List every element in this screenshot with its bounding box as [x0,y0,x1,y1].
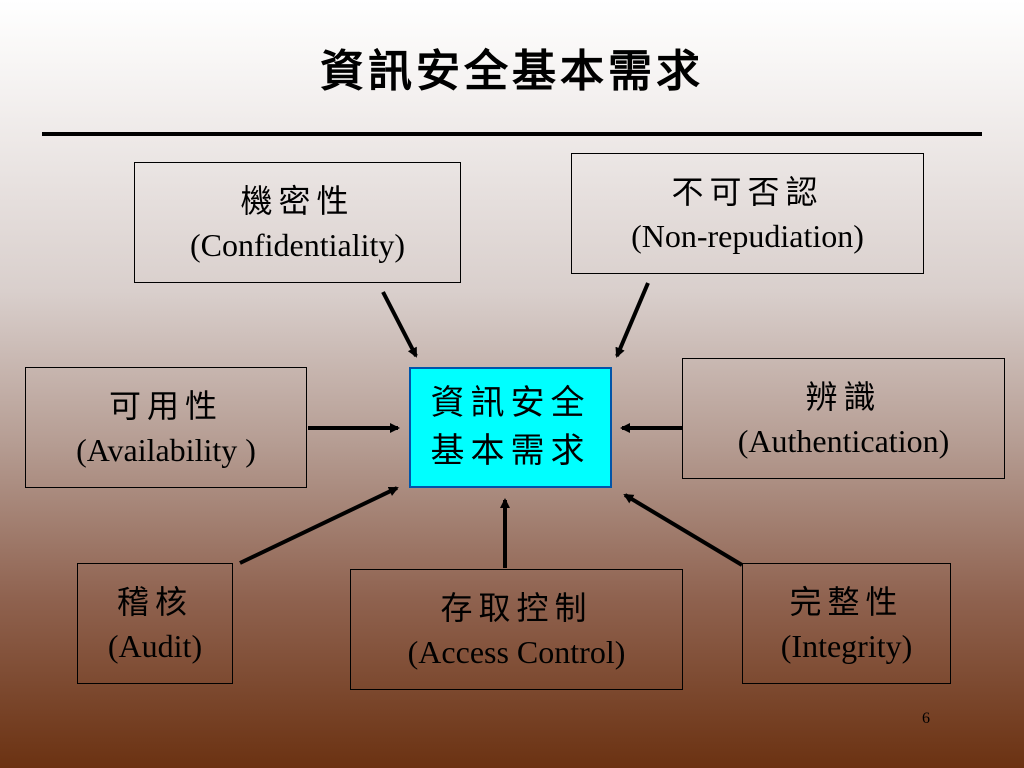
node-audit-en: (Audit) [107,627,203,664]
center-node-line2: 基本需求 [430,432,591,470]
node-integrity-en: (Integrity) [780,627,913,664]
node-non-repudiation-en: (Non-repudiation) [631,217,864,254]
title-divider [42,132,982,136]
node-access-control-en: (Access Control) [407,633,626,670]
node-availability: 可用性 (Availability ) [25,367,307,488]
slide-title: 資訊安全基本需求 [320,47,704,96]
node-authentication-zh: 辨識 [805,378,882,415]
page-number: 6 [922,710,930,727]
node-confidentiality: 機密性 (Confidentiality) [134,162,461,283]
node-integrity: 完整性 (Integrity) [742,563,951,684]
node-non-repudiation-zh: 不可否認 [671,173,824,210]
arrow-non-repudiation [615,282,650,358]
center-node: 資訊安全 基本需求 [409,367,612,488]
node-non-repudiation: 不可否認 (Non-repudiation) [571,153,924,274]
node-authentication: 辨識 (Authentication) [682,358,1005,479]
arrow-integrity [623,493,744,567]
node-audit-zh: 稽核 [116,583,193,620]
node-availability-en: (Availability ) [76,431,256,468]
node-confidentiality-zh: 機密性 [240,182,355,219]
arrow-audit [239,486,399,565]
arrow-confidentiality [381,291,418,358]
node-confidentiality-en: (Confidentiality) [189,226,406,263]
node-integrity-zh: 完整性 [789,583,904,620]
node-availability-zh: 可用性 [108,387,223,424]
node-audit: 稽核 (Audit) [77,563,233,684]
center-node-line1: 資訊安全 [430,384,591,422]
node-authentication-en: (Authentication) [737,422,950,459]
node-access-control-zh: 存取控制 [440,589,593,626]
node-access-control: 存取控制 (Access Control) [350,569,683,690]
